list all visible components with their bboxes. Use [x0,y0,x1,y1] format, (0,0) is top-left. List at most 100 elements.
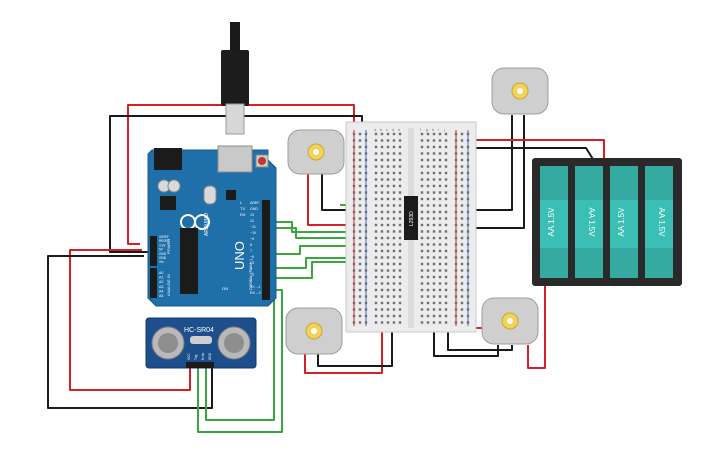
breadboard-hole [358,288,362,292]
breadboard-hole [420,314,424,318]
breadboard-hole [398,152,402,155]
breadboard-hole [380,249,384,253]
breadboard-hole [432,295,436,298]
breadboard-hole [438,132,442,136]
breadboard-hole [454,295,458,298]
breadboard-hole [420,243,424,246]
breadboard-hole [374,321,378,324]
breadboard-hole [364,230,368,233]
breadboard-hole [398,321,402,324]
breadboard-hole [380,165,384,168]
digital-header[interactable] [262,200,270,300]
analog-pin-label: A3 [159,285,163,289]
breadboard-hole [460,158,464,162]
breadboard-hole [392,152,396,155]
breadboard-hole [454,210,458,214]
breadboard-hole [374,178,378,181]
breadboard-hole [398,178,402,181]
digital-pin-label: AREF [250,201,260,205]
breadboard-hole [460,171,464,175]
breadboard-hole [386,184,390,188]
breadboard-hole [466,308,470,311]
breadboard-hole [460,288,464,292]
breadboard-hole [358,152,362,155]
digital-pin-label: ~9 [250,237,254,241]
ic-label: L293D [409,211,415,226]
breadboard-hole [358,191,362,194]
breadboard-hole [386,321,390,324]
breadboard-hole [420,152,424,155]
breadboard-hole [432,139,436,142]
breadboard-hole [374,256,378,259]
breadboard-hole [432,152,436,155]
usb-socket [217,145,253,173]
breadboard-hole [352,308,356,311]
breadboard-hole [358,184,362,188]
breadboard-hole [398,243,402,246]
breadboard-hole [380,269,384,272]
breadboard-hole [380,282,384,285]
voltage-regulator [160,196,176,210]
motor-shaft [311,328,317,334]
sensor-pin-header[interactable] [186,362,214,368]
breadboard-hole [364,288,368,292]
breadboard-hole [398,217,402,220]
breadboard-hole [380,308,384,311]
breadboard-hole [438,295,442,298]
breadboard-hole [392,314,396,318]
breadboard-hole [438,139,442,142]
breadboard-hole [454,288,458,292]
breadboard-hole [358,158,362,162]
breadboard-hole [438,243,442,246]
breadboard-hole [392,308,396,311]
breadboard-hole [426,314,430,318]
battery-cell-cap [610,166,638,200]
breadboard-hole [380,275,384,279]
analog-pin-label: A4 [159,289,163,293]
breadboard-hole [426,171,430,175]
breadboard-hole [426,236,430,240]
breadboard-hole [466,191,470,194]
breadboard-hole [432,288,436,292]
breadboard-hole [444,249,448,253]
breadboard-hole [420,139,424,142]
breadboard-hole [432,145,436,149]
breadboard-hole [466,217,470,220]
breadboard-hole [420,145,424,149]
power-pin-label: IOREF [159,235,169,239]
breadboard-hole [438,171,442,175]
breadboard-hole [374,275,378,279]
breadboard-hole [392,249,396,253]
digital-pin-label: TX→1 [250,285,260,289]
breadboard-hole [374,295,378,298]
breadboard-hole [438,158,442,162]
breadboard-hole [420,204,424,207]
breadboard-hole [420,210,424,214]
breadboard-hole [444,262,448,266]
breadboard-hole [392,210,396,214]
power-header[interactable] [150,236,157,266]
breadboard-hole [420,249,424,253]
breadboard-hole [432,236,436,240]
breadboard-hole [352,230,356,233]
breadboard-hole [352,171,356,175]
breadboard-hole [374,230,378,233]
reset-button-cap[interactable] [258,157,266,165]
breadboard-hole [352,210,356,214]
analog-header[interactable] [150,268,157,298]
breadboard-hole [438,223,442,227]
breadboard-hole [386,288,390,292]
breadboard-hole [454,178,458,181]
breadboard-hole [432,269,436,272]
breadboard-hole [374,282,378,285]
breadboard-hole [438,178,442,181]
digital-pin-label: ~10 [250,231,256,235]
digital-pin-label: 2 [250,279,252,283]
breadboard-hole [352,243,356,246]
breadboard-hole [426,210,430,214]
breadboard-hole [374,184,378,188]
breadboard-hole [398,197,402,201]
breadboard-hole [438,152,442,155]
breadboard-hole [358,308,362,311]
